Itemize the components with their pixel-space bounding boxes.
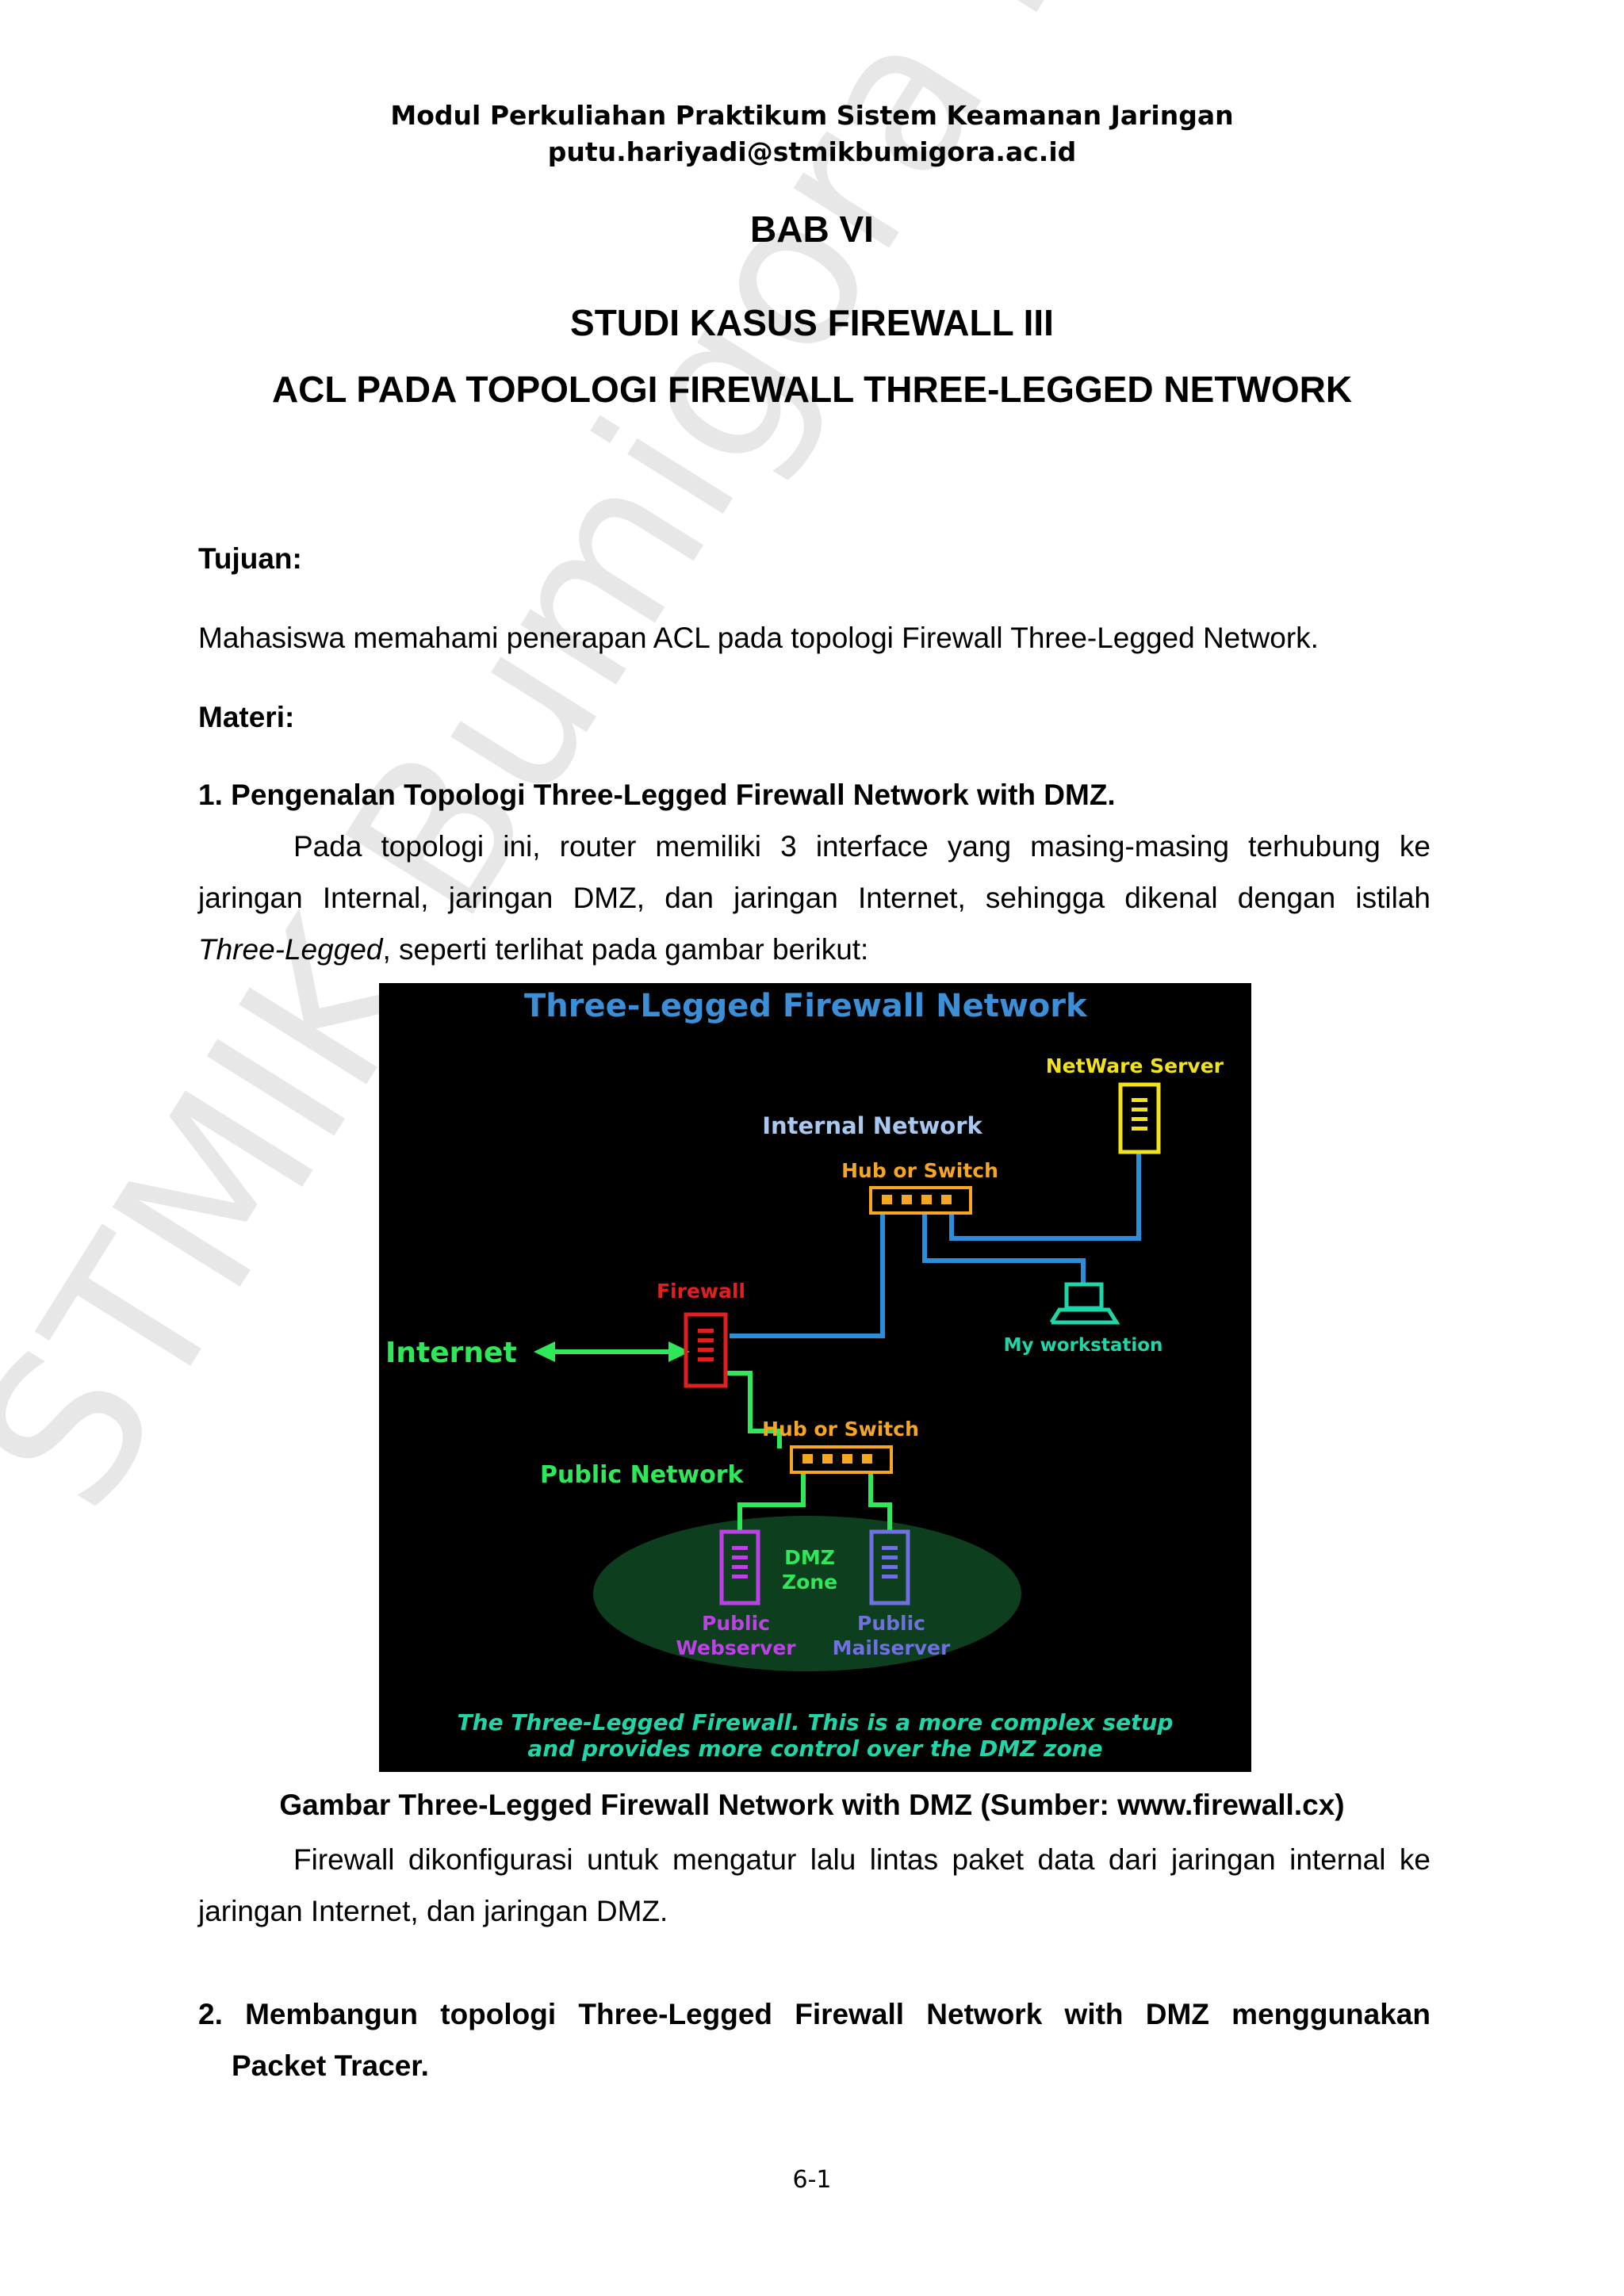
section-1-para-line-2: jaringan Internal, jaringan DMZ, dan jar… [198, 882, 1431, 914]
diagram-caption-line-1: The Three-Legged Firewall. This is a mor… [458, 1709, 1174, 1735]
internal-network-label: Internal Network [762, 1112, 982, 1139]
internet-arrow-left-head [534, 1341, 555, 1362]
diagram-svg: Three-Legged Firewall Network NetWare Se… [385, 988, 1224, 1762]
mailserver-label-line-1: Public [857, 1612, 925, 1635]
tujuan-heading: Tujuan: [198, 542, 302, 575]
page-number: 6-1 [792, 2166, 832, 2194]
mailserver-icon [869, 1529, 910, 1605]
firewall-label: Firewall [657, 1280, 745, 1303]
diagram-caption-line-2: and provides more control over the DMZ z… [527, 1735, 1102, 1762]
dmz-zone-ellipse [593, 1516, 1021, 1671]
section-1-heading: 1. Pengenalan Topologi Three-Legged Fire… [198, 779, 1116, 811]
section-2-heading-line-1: 2. Membangun topologi Three-Legged Firew… [198, 1998, 1431, 2030]
title-line-1: STUDI KASUS FIREWALL III [570, 302, 1054, 343]
public-hub-to-webserver-line [737, 1472, 806, 1530]
title-line-2: ACL PADA TOPOLOGI FIREWALL THREE-LEGGED … [271, 369, 1353, 410]
netware-server-label: NetWare Server [1046, 1054, 1224, 1077]
three-legged-firewall-diagram: Three-Legged Firewall Network NetWare Se… [379, 983, 1251, 1772]
public-network-label: Public Network [540, 1461, 745, 1489]
section-2-heading-line-2: Packet Tracer. [232, 2049, 429, 2082]
public-hub-icon [790, 1445, 893, 1474]
diagram-title: Three-Legged Firewall Network [524, 988, 1088, 1024]
internal-hub-to-netware-line [949, 1154, 1141, 1241]
public-hub-label: Hub or Switch [762, 1418, 919, 1441]
section-1-para-line-1: Pada topologi ini, router memiliki 3 int… [293, 830, 1431, 863]
internal-hub-to-workstation-line [922, 1215, 1086, 1283]
firewall-icon [684, 1312, 728, 1388]
section-1-para-line-3-rest: , seperti terlihat pada gambar berikut: [382, 933, 869, 966]
header-email: putu.hariyadi@stmikbumigora.ac.id [547, 136, 1077, 167]
workstation-label: My workstation [1004, 1335, 1163, 1356]
firewall-to-public-hub-line [726, 1371, 782, 1448]
webserver-icon [719, 1529, 760, 1605]
netware-server-icon [1118, 1082, 1161, 1154]
tujuan-text: Mahasiswa memahami penerapan ACL pada to… [198, 622, 1319, 654]
internal-hub-label: Hub or Switch [841, 1159, 998, 1182]
webserver-label-line-1: Public [702, 1612, 770, 1635]
paragraph-2-line-2: jaringan Internet, dan jaringan DMZ. [198, 1895, 668, 1927]
dmz-label-line-1: DMZ [784, 1546, 835, 1569]
internal-hub-icon [869, 1186, 972, 1215]
webserver-label-line-2: Webserver [676, 1636, 796, 1659]
workstation-icon [1049, 1282, 1120, 1325]
chapter-title: BAB VI [750, 209, 874, 250]
internet-arrow-right-head [668, 1341, 690, 1362]
paragraph-2-line-1: Firewall dikonfigurasi untuk mengatur la… [293, 1843, 1431, 1876]
public-hub-to-mailserver-line [868, 1472, 892, 1530]
three-legged-term: Three-Legged [198, 933, 383, 966]
mailserver-label-line-2: Mailserver [833, 1636, 951, 1659]
materi-heading: Materi: [198, 701, 295, 733]
section-1-para-line-3: Three-Legged, seperti terlihat pada gamb… [198, 924, 1431, 975]
internet-label: Internet [385, 1337, 517, 1369]
figure-caption: Gambar Three-Legged Firewall Network wit… [279, 1789, 1345, 1821]
firewall-to-internal-hub-line [730, 1215, 885, 1338]
dmz-label-line-2: Zone [782, 1571, 837, 1594]
header-title: Modul Perkuliahan Praktikum Sistem Keama… [390, 100, 1234, 131]
